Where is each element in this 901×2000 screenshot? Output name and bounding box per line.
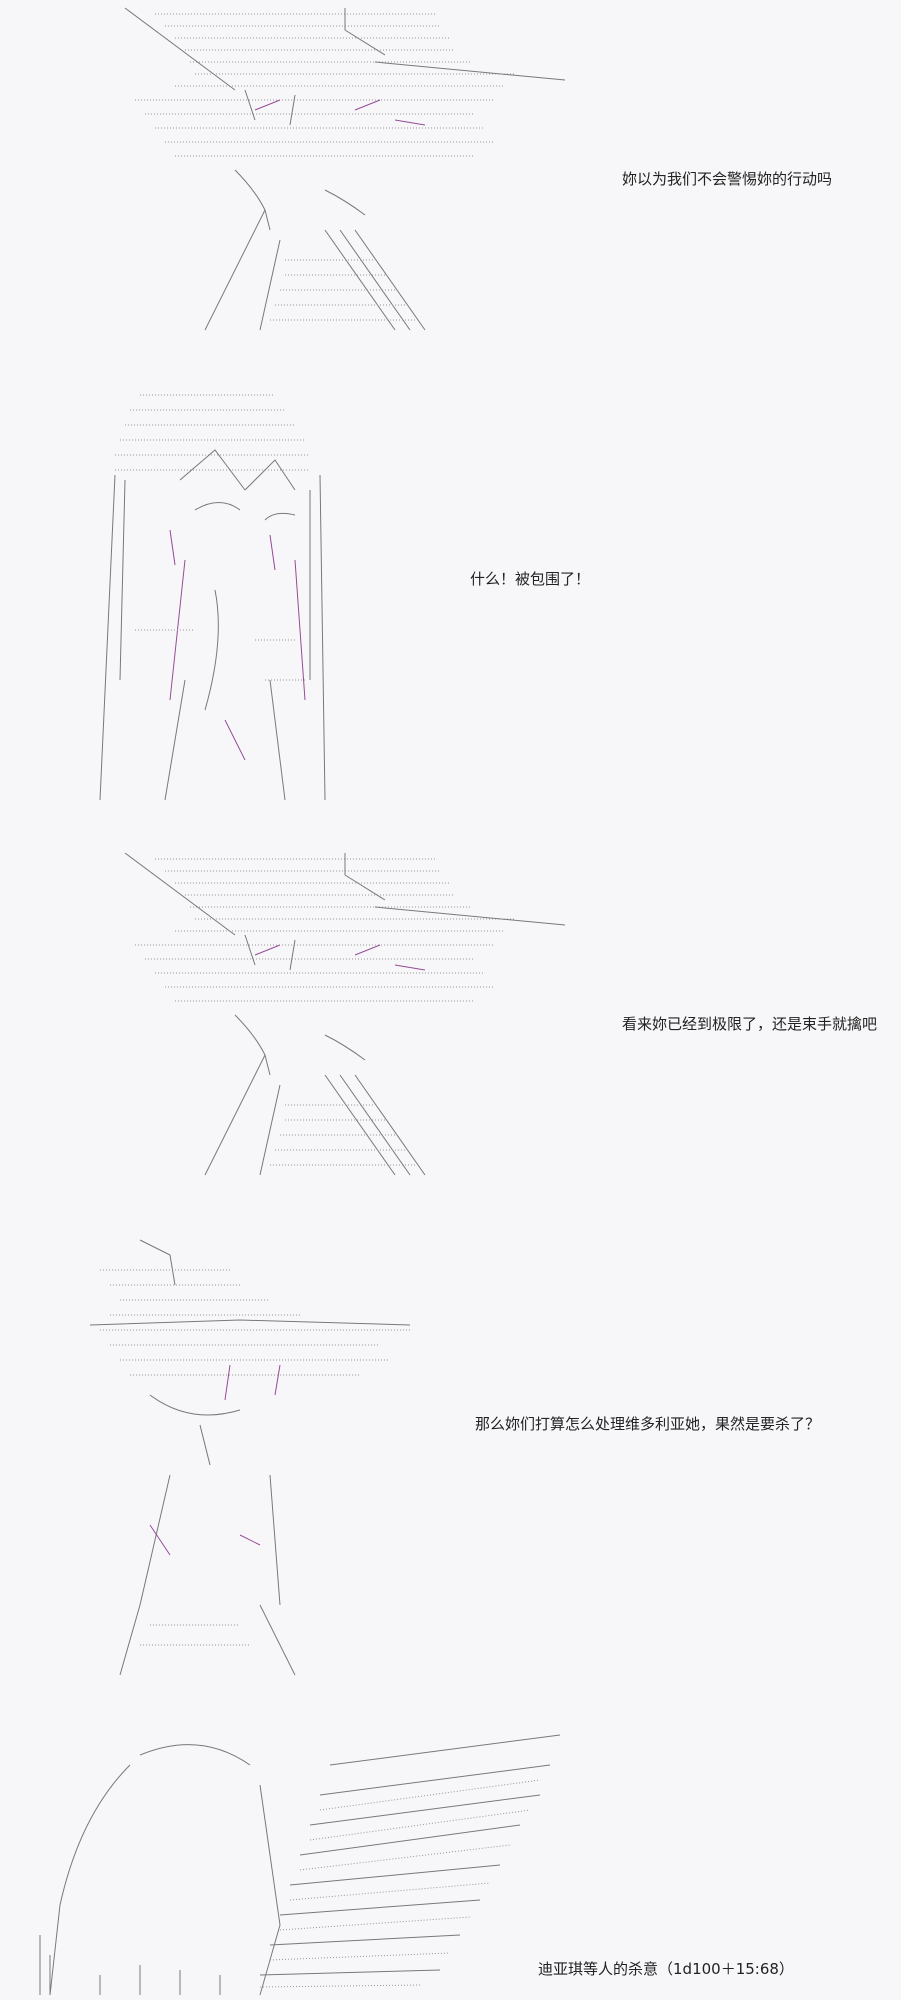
ascii-art-drawing (39, 1734, 561, 1996)
ascii-art-hat-character-repeat (95, 845, 615, 1215)
ascii-art-surrounded-character (95, 380, 435, 830)
ascii-art-spiky-hair-character (80, 1225, 420, 1705)
ascii-art-drawing (124, 7, 566, 331)
ascii-art-drawing (89, 1239, 411, 1676)
panel-2: 什么！被包围了！ (0, 380, 901, 840)
panel-5-caption: 迪亚琪等人的杀意（1d100＋15:68） (538, 1960, 794, 1978)
panel-2-caption: 什么！被包围了！ (470, 570, 591, 588)
ascii-art-drawing (99, 394, 326, 801)
ascii-art-drawing (124, 852, 566, 1176)
panel-3: 看来妳已经到极限了，还是束手就擒吧 (0, 845, 901, 1215)
panel-1-caption: 妳以为我们不会警惕妳的行动吗 (622, 170, 833, 188)
ascii-art-hat-character (95, 0, 615, 370)
panel-4: 那么妳们打算怎么处理维多利亚她，果然是要杀了？ (0, 1225, 901, 1715)
ascii-art-killing-intent (20, 1725, 580, 2000)
panel-3-caption: 看来妳已经到极限了，还是束手就擒吧 (622, 1015, 878, 1033)
panel-5: 迪亚琪等人的杀意（1d100＋15:68） (0, 1725, 901, 2000)
panel-1: 妳以为我们不会警惕妳的行动吗 (0, 0, 901, 370)
panel-4-caption: 那么妳们打算怎么处理维多利亚她，果然是要杀了？ (475, 1415, 821, 1433)
